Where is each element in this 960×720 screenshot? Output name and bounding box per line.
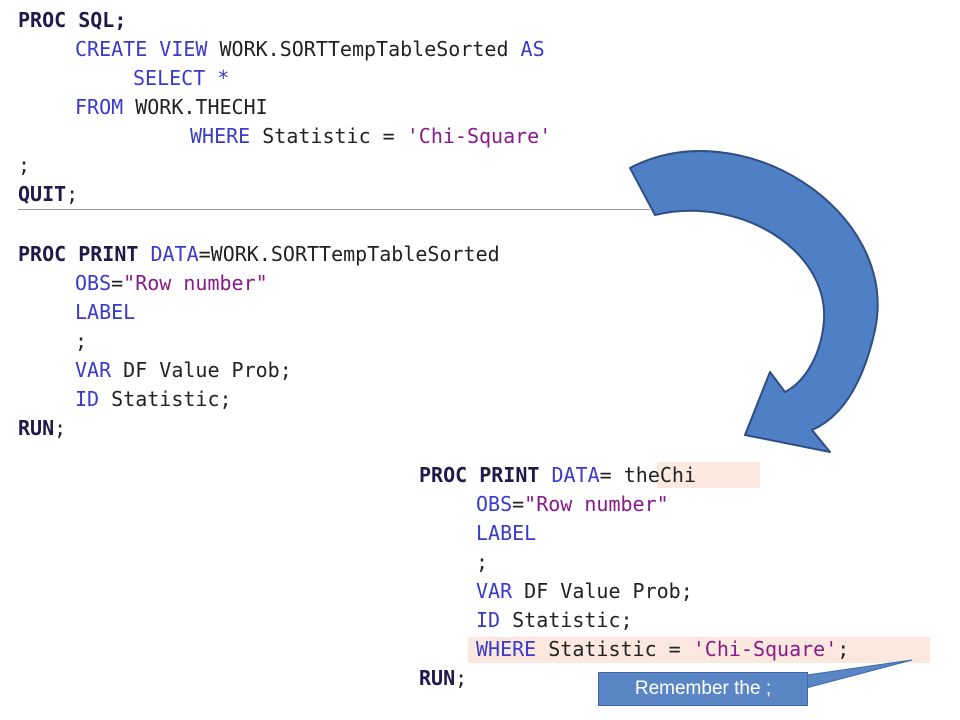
code-line: VAR DF Value Prob; xyxy=(476,577,693,606)
code-line: SELECT * xyxy=(133,64,229,93)
code-line: QUIT; xyxy=(18,180,78,209)
code-token: Statistic = xyxy=(536,637,693,661)
separator-line xyxy=(18,209,650,210)
code-token: ; xyxy=(837,637,850,661)
code-line: PROC SQL; xyxy=(18,6,126,35)
code-token: Statistic; xyxy=(500,608,633,632)
code-token: DATA xyxy=(138,242,199,266)
code-line: OBS="Row number" xyxy=(75,269,268,298)
code-token: RUN xyxy=(18,416,55,440)
callout-pointer-shape xyxy=(799,659,913,689)
curved-arrow-shape xyxy=(629,150,879,453)
code-token: AS xyxy=(520,37,545,61)
code-token: ; xyxy=(455,666,468,690)
code-token: ; xyxy=(54,416,67,440)
code-token: ID xyxy=(476,608,501,632)
code-line: ; xyxy=(75,327,87,356)
code-token: theChi xyxy=(623,463,696,487)
code-token: LABEL xyxy=(476,521,537,545)
code-token: OBS xyxy=(476,492,513,516)
code-token: DATA xyxy=(539,463,600,487)
code-token: CREATE VIEW xyxy=(75,37,208,61)
code-token: =WORK.SORTTempTableSorted xyxy=(198,242,500,266)
code-token: = xyxy=(599,463,624,487)
code-token: VAR xyxy=(476,579,513,603)
code-token: DF Value Prob; xyxy=(512,579,693,603)
code-line: LABEL xyxy=(75,298,135,327)
code-token: FROM xyxy=(75,95,124,119)
code-line: PROC PRINT DATA= theChi xyxy=(419,461,696,490)
code-token: Statistic; xyxy=(99,387,232,411)
code-token: OBS xyxy=(75,271,112,295)
code-token: WHERE xyxy=(190,124,251,148)
code-token: WORK.SORTTempTableSorted xyxy=(207,37,521,61)
code-token: PROC SQL; xyxy=(18,8,127,32)
code-token: 'Chi-Square' xyxy=(406,124,552,148)
code-token: WHERE xyxy=(476,637,537,661)
code-token: 'Chi-Square' xyxy=(692,637,838,661)
code-line: VAR DF Value Prob; xyxy=(75,356,292,385)
code-token: RUN xyxy=(419,666,456,690)
code-line: PROC PRINT DATA=WORK.SORTTempTableSorted xyxy=(18,240,500,269)
code-line: WHERE Statistic = 'Chi-Square' xyxy=(190,122,551,151)
code-token: SELECT * xyxy=(133,66,230,90)
code-line: ; xyxy=(18,151,30,180)
code-token: = xyxy=(512,492,525,516)
code-token: PROC PRINT xyxy=(18,242,139,266)
code-line: ID Statistic; xyxy=(75,385,232,414)
code-line: ID Statistic; xyxy=(476,606,633,635)
code-token: LABEL xyxy=(75,300,136,324)
code-token: PROC PRINT xyxy=(419,463,540,487)
code-token: "Row number" xyxy=(524,492,669,516)
code-line: FROM WORK.THECHI xyxy=(75,93,268,122)
code-token: "Row number" xyxy=(123,271,268,295)
code-token: Statistic = xyxy=(250,124,407,148)
code-token: VAR xyxy=(75,358,112,382)
code-line: RUN; xyxy=(18,414,66,443)
code-line: OBS="Row number" xyxy=(476,490,669,519)
code-token: ; xyxy=(18,153,31,177)
code-token: = xyxy=(111,271,124,295)
code-token: ; xyxy=(75,329,88,353)
code-line: LABEL xyxy=(476,519,536,548)
highlight-where-line xyxy=(468,637,930,663)
code-token: QUIT xyxy=(18,182,67,206)
code-line: RUN; xyxy=(419,664,467,693)
code-line: CREATE VIEW WORK.SORTTempTableSorted AS xyxy=(75,35,545,64)
code-line: WHERE Statistic = 'Chi-Square'; xyxy=(476,635,849,664)
highlight-thechi xyxy=(657,462,760,488)
code-token: WORK.THECHI xyxy=(123,95,268,119)
code-token: ID xyxy=(75,387,100,411)
code-line: ; xyxy=(476,548,488,577)
code-token: ; xyxy=(476,550,489,574)
remember-callout: Remember the ; xyxy=(598,672,808,706)
code-token: ; xyxy=(66,182,79,206)
code-token: DF Value Prob; xyxy=(111,358,292,382)
